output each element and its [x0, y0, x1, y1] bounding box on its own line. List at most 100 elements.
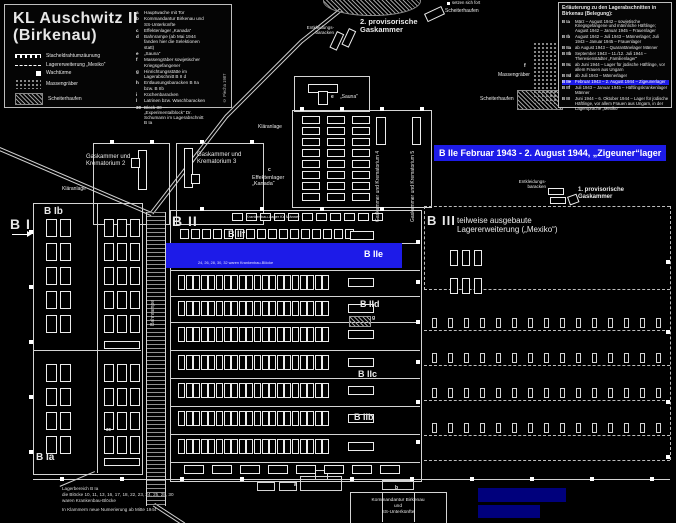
planned-barrack: [560, 388, 565, 398]
barrack: [348, 278, 374, 287]
barrack: [327, 160, 345, 168]
entry-key: B IIb: [562, 51, 572, 57]
barrack: [60, 315, 71, 333]
barrack: [260, 213, 271, 221]
barrack: [323, 229, 332, 239]
legend-symbol-label: Massengräber: [46, 81, 78, 87]
continues-label: setzen sich fort: [452, 0, 481, 5]
planned-barrack: [448, 353, 453, 363]
section-label-b1[interactable]: B I: [10, 216, 31, 232]
planned-barrack: [528, 423, 533, 433]
planned-barrack: [560, 353, 565, 363]
krema3-building-wing: [191, 174, 200, 184]
section-label-b2[interactable]: B II: [172, 213, 198, 229]
section-label-b2d[interactable]: B IId: [360, 299, 380, 309]
main-gate-building: [300, 476, 342, 491]
barrack: [130, 364, 140, 382]
fence-line: [170, 296, 420, 297]
legend-label: Hinrichtungsstätte im Lagerabschnitt B I…: [144, 68, 187, 80]
section-label-b3[interactable]: B III: [427, 213, 456, 228]
barrack: [231, 355, 239, 370]
barrack: [60, 267, 71, 285]
planned-barrack: [608, 353, 613, 363]
legend-key: d: [136, 34, 139, 40]
entry-text: Februar 1943 – 2. August 1944 – Zigeuner…: [575, 78, 666, 84]
barrack: [117, 412, 127, 430]
barrack: [130, 412, 140, 430]
barrack: [223, 355, 231, 370]
planned-barrack: [544, 353, 549, 363]
barrack: [254, 383, 261, 398]
undressing-barracks-label-top: Entkleidungs- baracken: [306, 25, 334, 35]
watchtower-icon: [470, 477, 474, 481]
barrack: [104, 412, 114, 430]
section-label-b2c[interactable]: B IIc: [358, 369, 378, 379]
barrack: [327, 171, 345, 179]
legend-label: „Sauna“: [144, 50, 161, 56]
krema5-building: [412, 117, 421, 145]
barrack: [193, 411, 201, 426]
barrack: [276, 383, 284, 398]
watchtower-icon: [260, 207, 264, 211]
barrack: [284, 411, 292, 426]
section-label-b2b[interactable]: B IIb: [354, 412, 374, 422]
barrack: [178, 327, 185, 342]
barrack: [276, 301, 284, 316]
barrack: [299, 327, 307, 342]
barrack: [327, 116, 345, 124]
b2e-highlight-strip[interactable]: [166, 243, 402, 268]
barrack: [474, 278, 482, 294]
watchtower-icon: [240, 477, 244, 481]
barrack: [216, 439, 223, 454]
barrack: [213, 229, 222, 239]
barrack: [238, 411, 246, 426]
planned-barrack: [608, 388, 613, 398]
kanada-marker: c: [268, 167, 271, 173]
barrack: [261, 275, 269, 290]
barrack: [208, 439, 216, 454]
entry-text: September 1943 – 11./12. Juli 1944 – The…: [575, 51, 647, 62]
planned-barrack: [624, 318, 629, 328]
section-label-b2f[interactable]: B IIf: [228, 229, 245, 239]
section-label-b1b[interactable]: B Ib: [44, 206, 63, 217]
barrack: [327, 193, 345, 201]
barrack: [268, 465, 288, 474]
barrack: [352, 149, 370, 157]
barrack: [350, 231, 374, 240]
barrack: [246, 383, 254, 398]
barrack: [314, 327, 322, 342]
barrack: [372, 213, 383, 221]
barrack: [104, 364, 114, 382]
barrack: [191, 229, 200, 239]
section-label-b1a[interactable]: B Ia: [36, 452, 55, 463]
barrack: [117, 364, 127, 382]
barrack: [130, 291, 140, 309]
watchtower-icon: [666, 330, 670, 334]
footnote-line4: In Klammern neue Numerierung ab Mitte 19…: [62, 506, 157, 512]
barrack: [348, 386, 374, 395]
entry-key: B IId: [562, 72, 572, 78]
legend-label: Kommandantur Birkenau und SS-Unterkünfte: [144, 16, 204, 27]
planned-barrack: [448, 423, 453, 433]
barrack: [261, 439, 269, 454]
barrack: [327, 182, 345, 190]
barrack: [60, 243, 71, 261]
marker-e: e: [331, 94, 334, 100]
watchtower-icon: [666, 260, 670, 264]
watchtower-icon: [340, 107, 344, 111]
barrack: [302, 193, 320, 201]
barrack: [284, 355, 292, 370]
kommandantur-label: Kommandantur Birkenau und SS-Unterkünfte: [352, 498, 444, 516]
arrow-icon: [12, 234, 28, 235]
barrack: [316, 213, 327, 221]
legend-symbol-label: Stacheldrahtumzäunung: [46, 53, 101, 59]
